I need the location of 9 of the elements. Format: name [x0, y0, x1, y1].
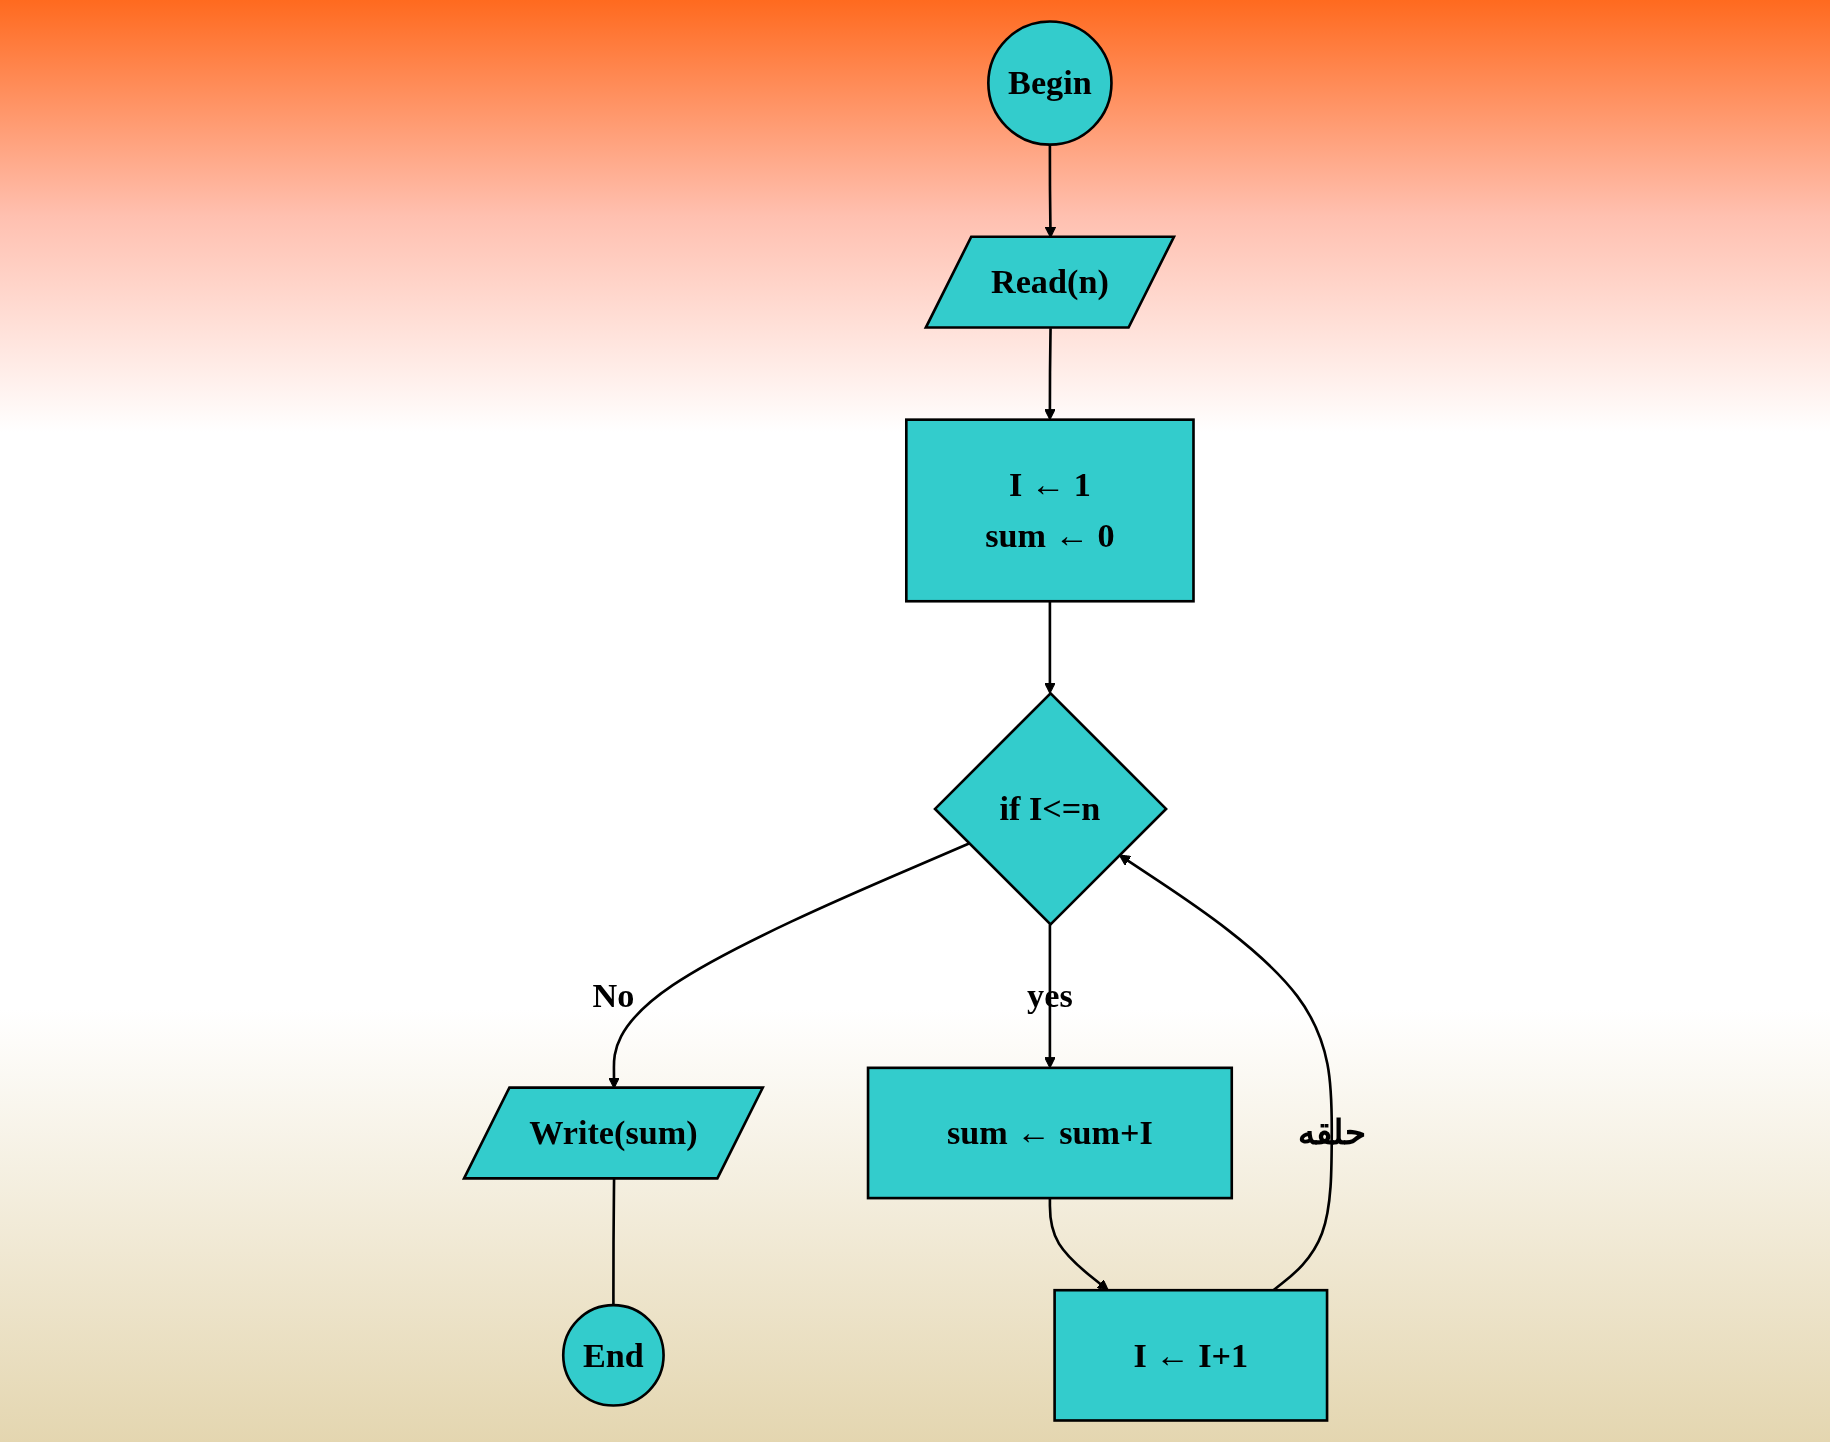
node-circle: Begin — [987, 20, 1113, 146]
arrow — [1044, 601, 1056, 694]
node-box: I ← I+1 — [1053, 1288, 1329, 1422]
node-circle: End — [561, 1303, 665, 1407]
connector — [612, 1179, 616, 1306]
node-box: sum ← sum+I — [866, 1066, 1234, 1200]
arrow — [1048, 1198, 1109, 1291]
node-box: I ← 1 sum ← 0 — [905, 418, 1195, 603]
node-diamond: if I<=n — [933, 691, 1168, 927]
